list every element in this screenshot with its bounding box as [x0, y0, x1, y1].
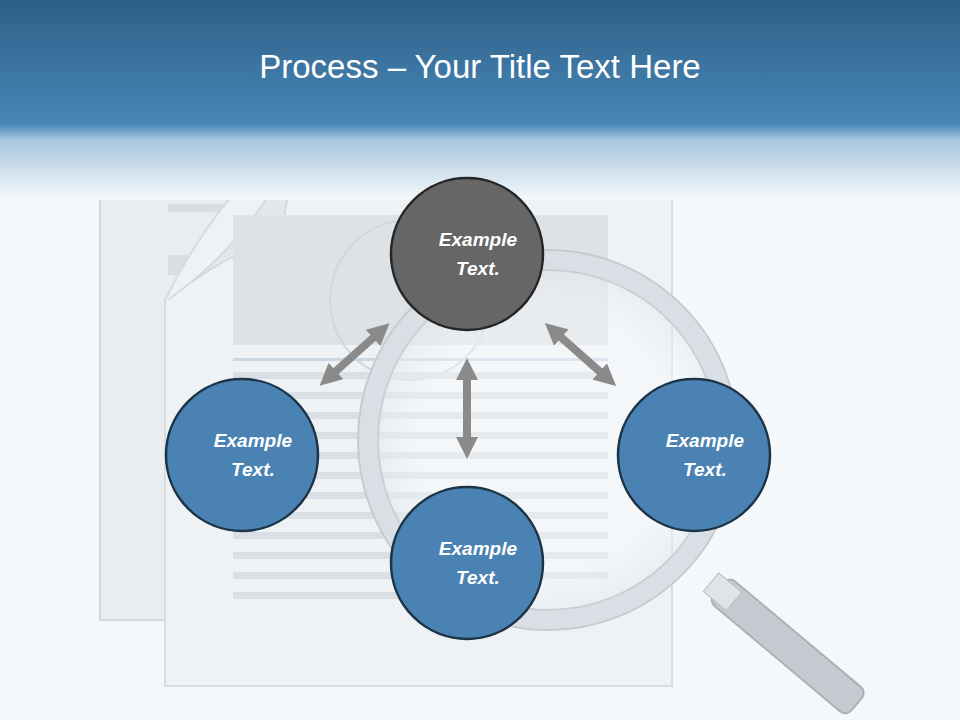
process-circle: Example Text.	[389, 485, 545, 641]
circle-shape	[164, 377, 320, 533]
circle-label: Example Text.	[655, 426, 755, 484]
slide-title: Process – Your Title Text Here	[0, 48, 960, 86]
circle-label: Example Text.	[203, 426, 303, 484]
circle-shape	[616, 377, 772, 533]
circle-shape	[389, 176, 545, 332]
process-circle: Example Text.	[389, 176, 545, 332]
circle-shape	[389, 485, 545, 641]
double-arrow	[463, 369, 471, 448]
circle-outline	[166, 379, 318, 531]
process-circle: Example Text.	[164, 377, 320, 533]
circle-outline	[391, 487, 543, 639]
circle-label: Example Text.	[428, 534, 528, 592]
circle-outline	[618, 379, 770, 531]
double-arrow	[553, 330, 608, 379]
circle-outline	[391, 178, 543, 330]
double-arrow	[328, 331, 381, 379]
circle-label: Example Text.	[428, 225, 528, 283]
process-circle: Example Text.	[616, 377, 772, 533]
